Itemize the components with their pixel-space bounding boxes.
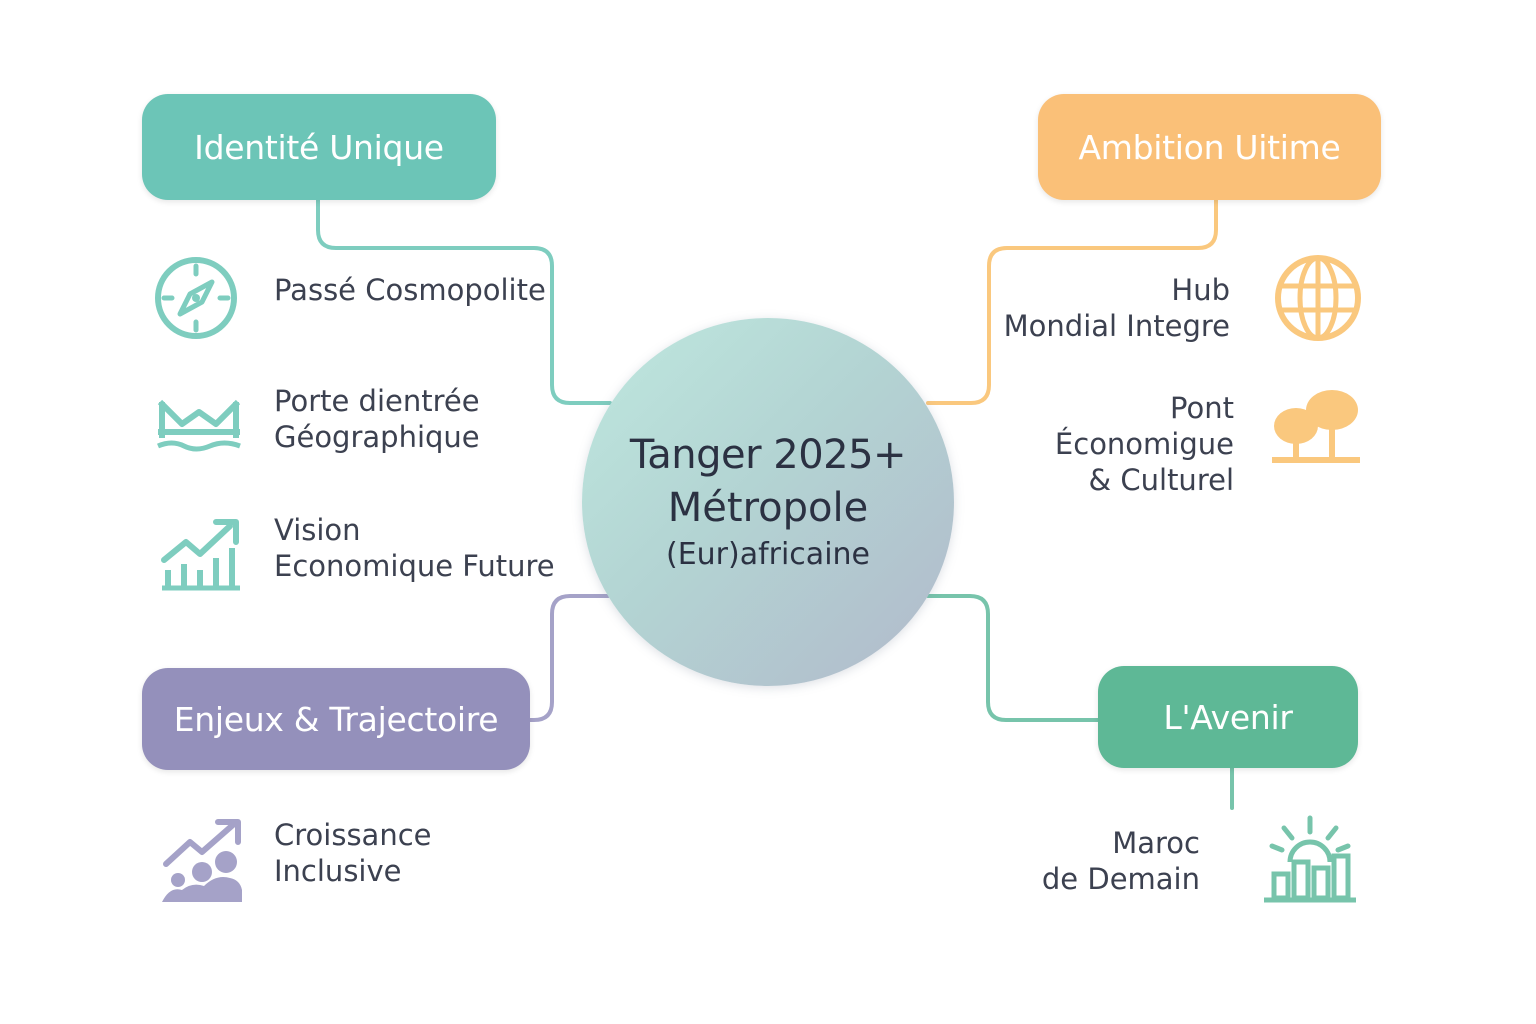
compass-icon <box>155 257 237 339</box>
sunrise-city-icon <box>1264 815 1356 903</box>
item-vision-economique: Vision Economique Future <box>274 513 555 583</box>
gate-bridge-icon <box>157 399 241 452</box>
center-title-line1: Tanger 2025+ <box>629 432 907 478</box>
item-pont-economique: Pont Économigue & Culturel <box>1054 391 1234 497</box>
inclusive-growth-icon <box>162 819 242 902</box>
branch-ambition: Ambition Uitime <box>1038 94 1381 200</box>
connector-identite <box>316 198 612 405</box>
center-title-line2: Métropole <box>667 485 869 531</box>
central-node: Tanger 2025+ Métropole (Eur)africaine <box>582 318 954 686</box>
item-hub-mondial: Hub Mondial Integre <box>1003 273 1230 343</box>
item-passe-cosmopolite: Passé Cosmopolite <box>274 273 546 307</box>
item-maroc-demain: Maroc de Demain <box>1041 826 1200 896</box>
item-croissance-inclusive: Croissance Inclusive <box>274 818 432 888</box>
globe-icon <box>1275 255 1361 341</box>
branch-enjeux: Enjeux & Trajectoire <box>142 668 530 770</box>
branch-identite: Identité Unique <box>142 94 496 200</box>
connector-enjeux <box>528 594 610 722</box>
branch-avenir: L'Avenir <box>1098 666 1358 768</box>
connector-ambition <box>926 198 1218 405</box>
growth-chart-icon <box>161 519 240 591</box>
center-title-line3: (Eur)africaine <box>665 537 870 572</box>
trees-bridge-icon <box>1272 390 1360 463</box>
item-porte-geographique: Porte dientrée Géographique <box>274 384 480 454</box>
connector-avenir <box>926 594 1100 722</box>
